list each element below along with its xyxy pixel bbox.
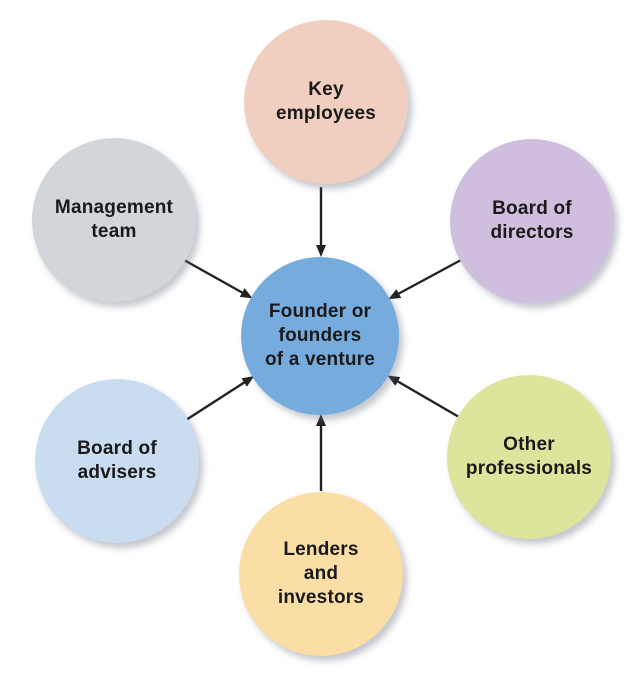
node-founder-label: Founder or founders of a venture [264, 300, 376, 371]
node-other-professionals: Other professionals [447, 375, 611, 539]
node-other-professionals-label: Other professionals [465, 433, 593, 479]
node-board-of-directors: Board of directors [450, 139, 614, 303]
node-management-team: Management team [32, 138, 196, 302]
node-board-of-advisers: Board of advisers [35, 379, 199, 543]
node-lenders-and-investors-label: Lenders and investors [277, 538, 365, 609]
arrow-management-team-to-founder [183, 258, 253, 299]
node-key-employees: Key employees [244, 20, 408, 184]
arrow-board-of-directors-to-founder [388, 258, 462, 300]
node-management-team-label: Management team [54, 196, 174, 242]
node-board-of-advisers-label: Board of advisers [77, 437, 157, 483]
node-key-employees-label: Key employees [275, 78, 377, 124]
arrow-board-of-advisers-to-founder [185, 376, 255, 422]
node-board-of-directors-label: Board of directors [490, 197, 574, 243]
node-founder: Founder or founders of a venture [241, 257, 399, 415]
arrow-other-professionals-to-founder [387, 375, 460, 419]
node-lenders-and-investors: Lenders and investors [239, 492, 403, 656]
